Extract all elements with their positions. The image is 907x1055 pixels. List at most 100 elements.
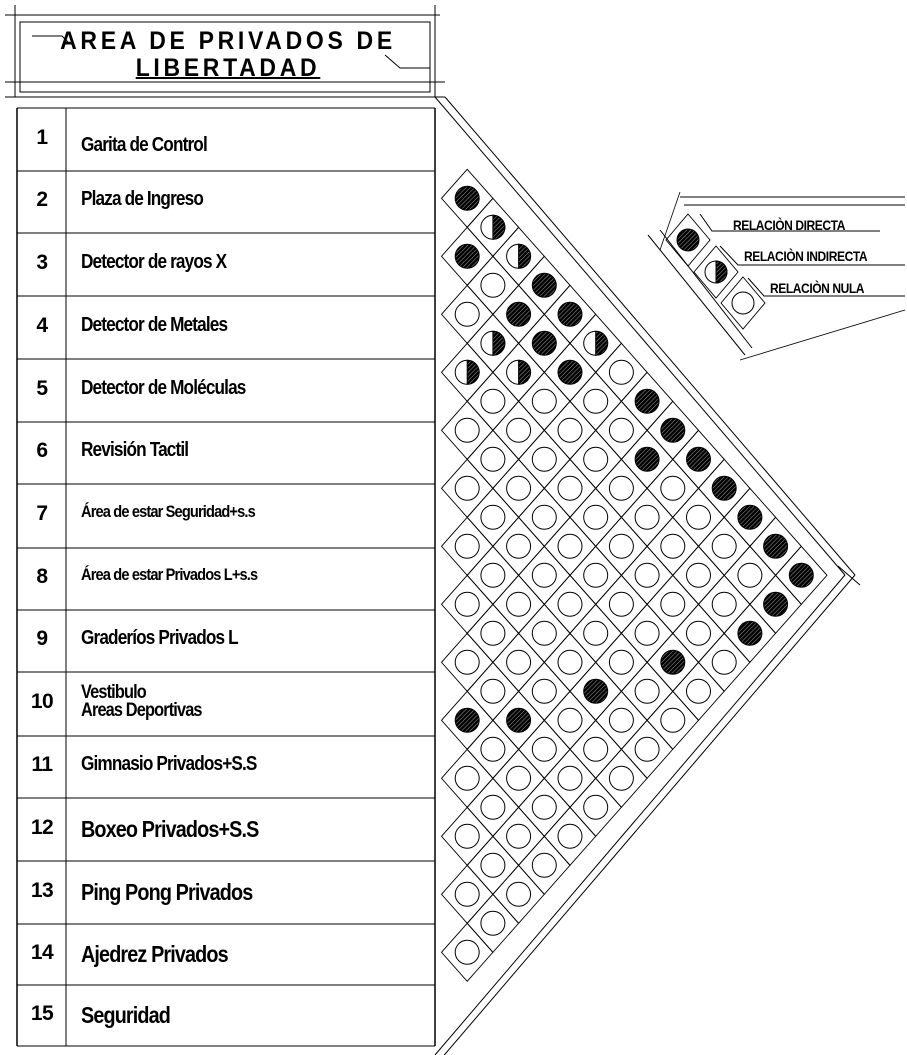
relation-null-symbol — [608, 533, 634, 559]
relation-null-symbol — [506, 881, 532, 907]
relation-null-symbol — [583, 736, 609, 762]
relation-null-symbol — [583, 794, 609, 820]
relation-direct-symbol — [737, 620, 763, 646]
relation-null-symbol — [480, 910, 506, 936]
relation-null-symbol — [711, 591, 737, 617]
relation-null-symbol — [480, 272, 506, 298]
relation-direct-symbol — [660, 649, 686, 675]
space-number: 10 — [30, 690, 54, 713]
relation-direct-symbol — [557, 359, 583, 385]
space-name: Gimnasio Privados+S.S — [81, 753, 257, 775]
legend-cell-frame — [693, 245, 739, 299]
space-number: 11 — [31, 753, 53, 776]
relation-null-symbol — [480, 562, 506, 588]
relation-cells — [440, 168, 828, 982]
relation-null-symbol — [480, 794, 506, 820]
relation-null-symbol — [737, 562, 763, 588]
relation-null-symbol — [531, 736, 557, 762]
space-number: 9 — [36, 627, 48, 650]
relation-null-symbol — [454, 649, 480, 675]
relation-direct-symbol — [454, 707, 480, 733]
legend — [647, 191, 906, 361]
relation-null-symbol — [454, 533, 480, 559]
relation-direct-symbol — [711, 475, 737, 501]
legend-indirect-label: RELACIÒN INDIRECTA — [744, 248, 868, 264]
relation-null-symbol — [686, 678, 711, 704]
matrix-cell-frame — [440, 922, 494, 982]
relation-direct-symbol — [634, 388, 660, 414]
relation-null-symbol — [531, 794, 557, 820]
legend-direct-symbol — [676, 228, 700, 252]
relation-null-symbol — [634, 504, 660, 530]
relation-direct-symbol — [737, 504, 763, 530]
relation-null-symbol — [557, 765, 583, 791]
relation-null-symbol — [660, 591, 686, 617]
relation-null-symbol — [454, 823, 480, 849]
relation-null-symbol — [634, 620, 660, 646]
space-name: Detector de Metales — [81, 313, 228, 336]
space-number: 12 — [30, 815, 54, 839]
title-frame — [5, 5, 445, 98]
relation-direct-symbol — [531, 330, 557, 356]
legend-cell-frame — [665, 213, 711, 267]
relation-direct-symbol — [557, 301, 583, 327]
legend-indirect-half — [715, 260, 728, 284]
relation-null-symbol — [608, 475, 634, 501]
relation-null-symbol — [686, 562, 711, 588]
relation-null-symbol — [531, 678, 557, 704]
relation-null-symbol — [506, 591, 532, 617]
space-name-line-2: Areas Deportivas — [81, 700, 203, 721]
relation-null-symbol — [686, 620, 711, 646]
relation-null-symbol — [583, 620, 609, 646]
relation-direct-symbol — [454, 243, 480, 269]
relation-null-symbol — [480, 736, 506, 762]
relation-null-symbol — [634, 736, 660, 762]
relation-null-symbol — [557, 649, 583, 675]
relation-null-symbol — [531, 388, 557, 414]
relation-null-symbol — [583, 388, 609, 414]
relation-null-symbol — [506, 475, 532, 501]
relation-null-symbol — [660, 533, 686, 559]
relation-null-symbol — [660, 707, 686, 733]
space-name: Ajedrez Privados — [81, 940, 229, 967]
relation-null-symbol — [557, 533, 583, 559]
relation-null-symbol — [454, 475, 480, 501]
space-name: Detector de rayos X — [81, 250, 227, 273]
space-name: Área de estar Seguridad+s.s — [81, 502, 256, 521]
legend-direct-label: RELACIÒN DIRECTA — [733, 217, 845, 233]
relation-null-symbol — [583, 562, 609, 588]
title-line-1: AREA DE PRIVADOS DE — [60, 27, 396, 55]
diagram-title: AREA DE PRIVADOS DE LIBERTADAD — [44, 28, 412, 82]
relation-indirect-symbol — [480, 330, 506, 356]
relation-null-symbol — [531, 562, 557, 588]
relation-null-symbol — [531, 620, 557, 646]
matrix-triangle-frame — [434, 96, 861, 1055]
relation-direct-symbol — [583, 678, 609, 704]
relation-direct-symbol — [763, 591, 789, 617]
relation-null-symbol — [506, 417, 532, 443]
relation-null-symbol — [660, 475, 686, 501]
relation-null-symbol — [557, 417, 583, 443]
relation-null-symbol — [454, 417, 480, 443]
space-name: Revisión Tactil — [81, 439, 189, 461]
relation-null-symbol — [531, 504, 557, 530]
space-number: 5 — [36, 376, 48, 400]
space-name: Graderíos Privados L — [81, 627, 239, 649]
relation-direct-symbol — [634, 446, 660, 472]
relation-direct-symbol — [763, 533, 789, 559]
relation-null-symbol — [608, 359, 634, 385]
space-number: 1 — [36, 125, 48, 149]
relation-null-symbol — [480, 388, 506, 414]
